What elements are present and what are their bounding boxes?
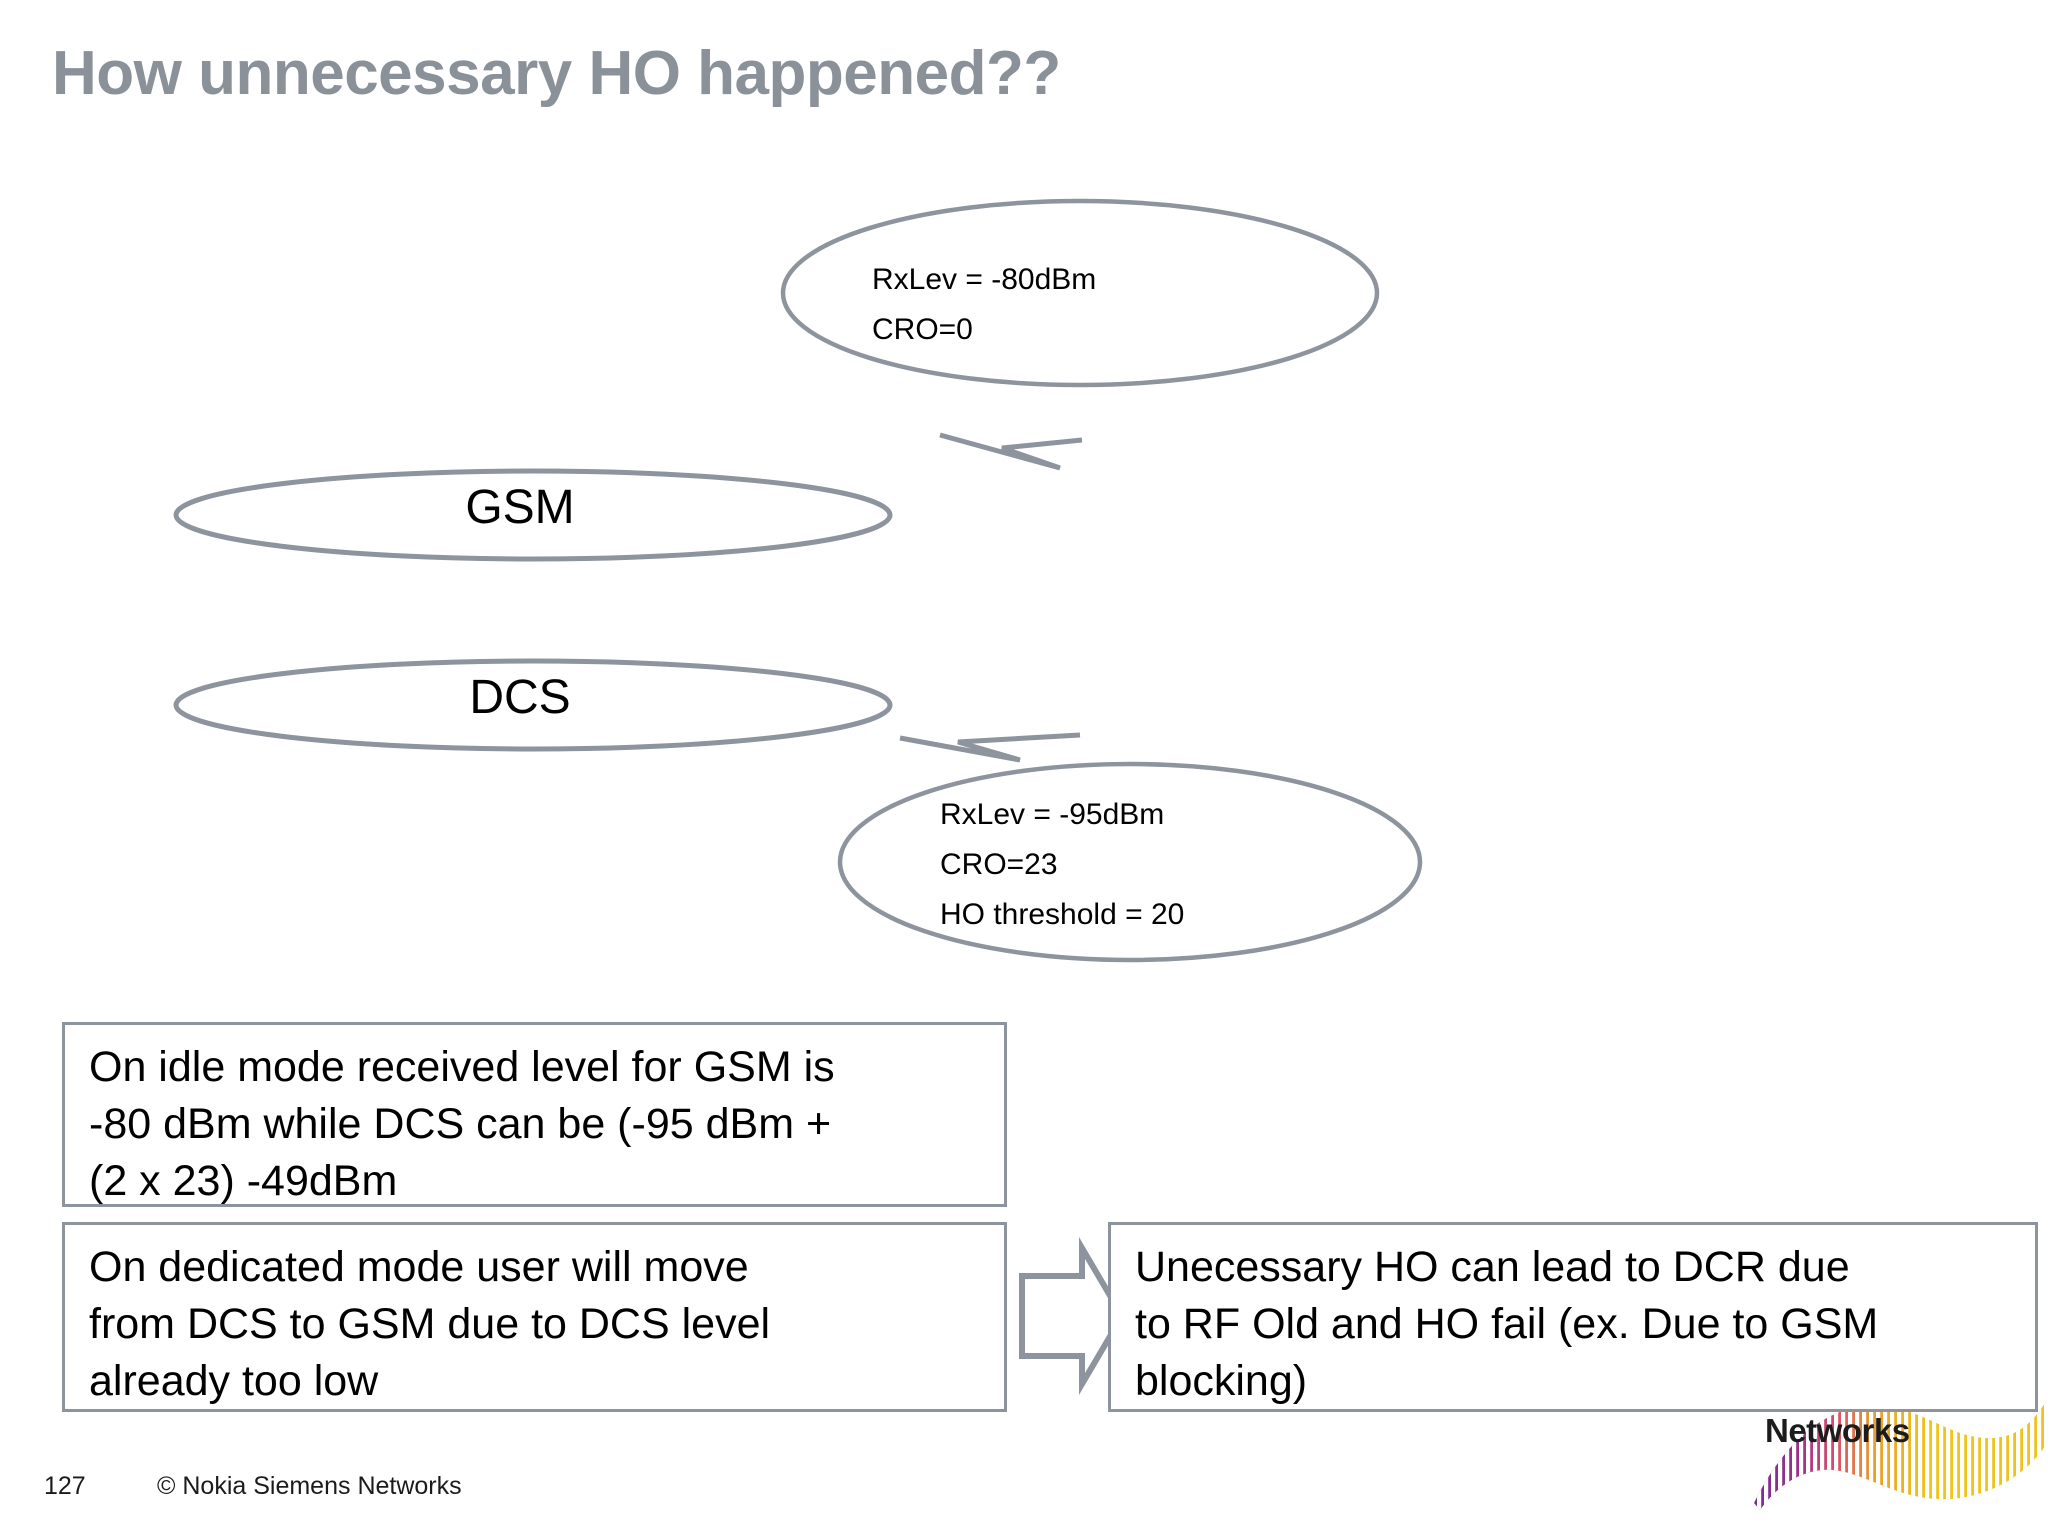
dedicated-mode-line-1: On dedicated mode user will move — [89, 1243, 749, 1291]
gsm-callout-text: RxLev = -80dBm CRO=0 — [872, 255, 1096, 355]
page-title: How unnecessary HO happened?? — [52, 39, 1061, 108]
gsm-ellipse-label: GSM — [465, 481, 575, 534]
brand-logo-wordmark: Networks — [1765, 1412, 1910, 1449]
gsm-callout-line-2: CRO=0 — [872, 313, 973, 346]
idle-mode-line-1: On idle mode received level for GSM is — [89, 1043, 835, 1091]
gsm-callout-tail — [939, 432, 1083, 471]
consequence-line-3: blocking) — [1135, 1357, 1308, 1405]
consequence-line-1: Unecessary HO can lead to DCR due — [1135, 1243, 1850, 1291]
dcs-callout-text: RxLev = -95dBm CRO=23 HO threshold = 20 — [940, 790, 1184, 940]
gsm-callout-line-1: RxLev = -80dBm — [872, 263, 1097, 296]
idle-mode-line-2: -80 dBm while DCS can be (-95 dBm + — [89, 1100, 832, 1148]
footer-page-number: 127 — [44, 1472, 86, 1500]
consequence-box: Unecessary HO can lead to DCR due to RF … — [1108, 1222, 2038, 1412]
dedicated-mode-line-2: from DCS to GSM due to DCS level — [89, 1300, 771, 1348]
footer-copyright: © Nokia Siemens Networks — [157, 1472, 462, 1500]
dcs-callout-line-3: HO threshold = 20 — [940, 898, 1185, 931]
dcs-callout-line-1: RxLev = -95dBm — [940, 798, 1165, 831]
consequence-line-2: to RF Old and HO fail (ex. Due to GSM — [1135, 1300, 1879, 1348]
dcs-ellipse-label: DCS — [469, 671, 571, 724]
idle-mode-line-3: (2 x 23) -49dBm — [89, 1157, 398, 1205]
dedicated-mode-line-3: already too low — [89, 1357, 379, 1405]
dedicated-mode-box: On dedicated mode user will move from DC… — [62, 1222, 1007, 1412]
dcs-callout-tail — [899, 732, 1081, 763]
right-block-arrow-icon — [1019, 1236, 1126, 1396]
dcs-callout-line-2: CRO=23 — [940, 848, 1058, 881]
idle-mode-box: On idle mode received level for GSM is -… — [62, 1022, 1007, 1207]
